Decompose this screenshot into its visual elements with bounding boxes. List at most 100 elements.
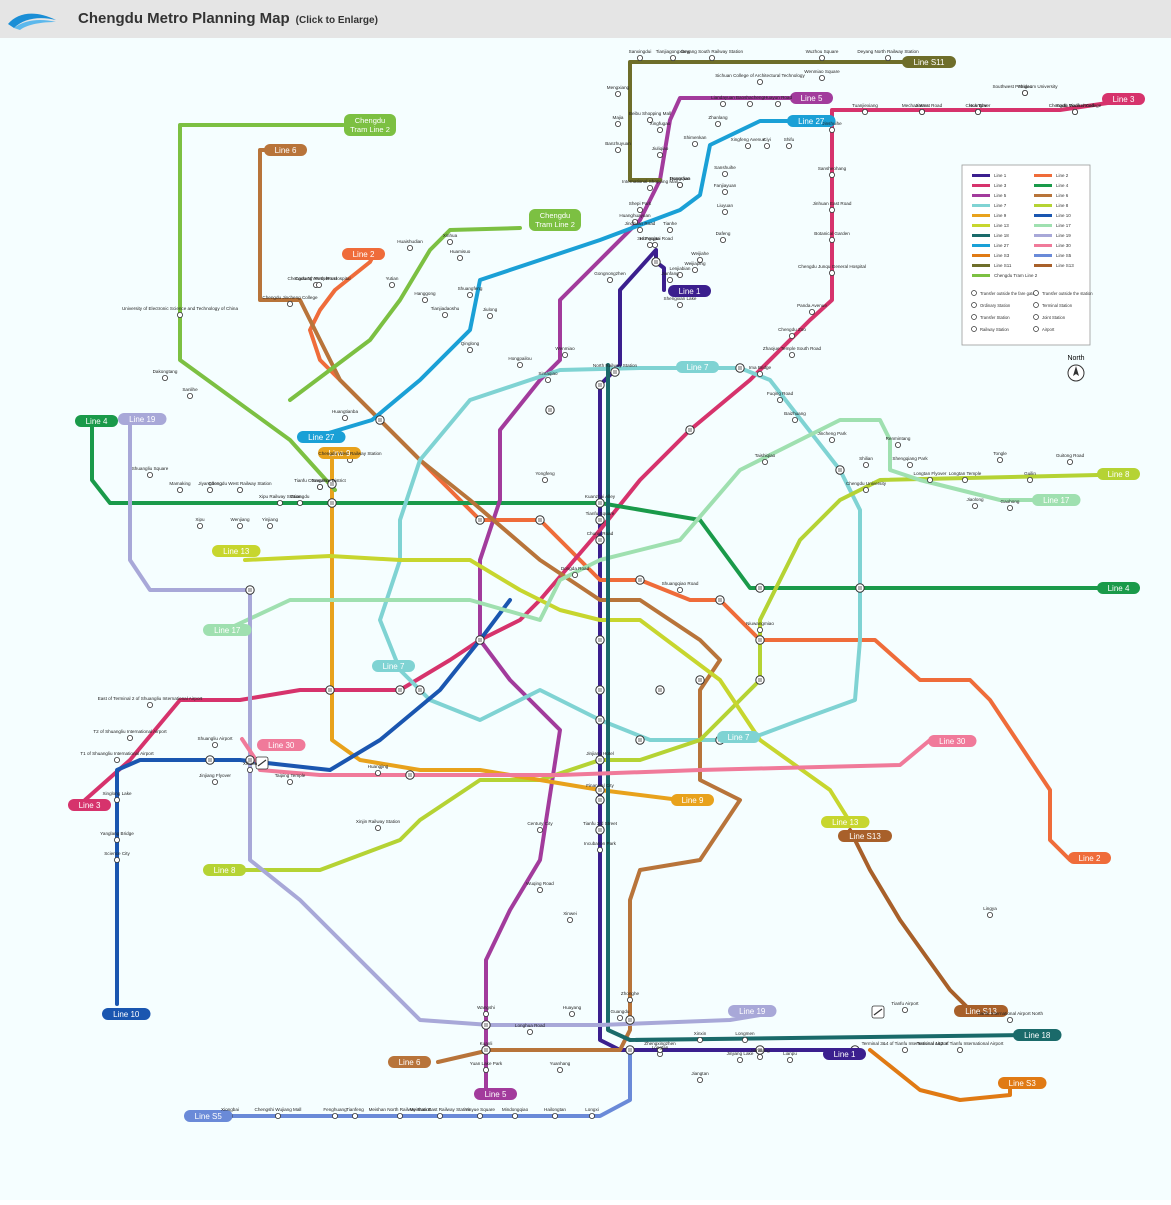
station-name: Mindongqiao [502,1107,529,1112]
line-label-s5[interactable]: Line S5 [184,1110,233,1122]
transfer-station-icon [595,685,605,695]
line-label-badge [790,92,833,104]
line-label-s3[interactable]: Line S3 [998,1077,1047,1089]
station-marker [552,1113,559,1120]
line-label-l30b[interactable]: Line 30 [928,735,977,747]
station-name: Century City [527,821,553,826]
line-label-l5b[interactable]: Line 5 [474,1088,517,1100]
station-name: Huangtianba [332,409,358,414]
station-marker [997,456,1004,463]
line-label-l2a[interactable]: Line 2 [342,248,385,260]
station-name: Huayun Road [764,95,793,100]
station-marker [715,121,722,128]
line-label-badge [1013,1029,1062,1041]
transfer-station-icon [635,735,645,745]
line17-route [228,418,1060,630]
station-name: Qinglong [461,341,480,346]
line-label-l3a[interactable]: Line 3 [1102,93,1145,105]
line-label-s13a[interactable]: Line S13 [838,830,892,842]
transfer-arrows-icon [738,366,742,370]
station-name: Zhonghe [621,991,640,996]
station-marker [557,1067,564,1074]
line-label-l27a[interactable]: Line 27 [297,431,346,443]
line-label-l13b[interactable]: Line 13 [821,816,870,828]
line-label-l17b[interactable]: Line 17 [1032,494,1081,506]
line-label-text: Line 2 [1079,854,1101,863]
line-label-badge [787,115,836,127]
line13-route [243,554,852,824]
line-label-l9a[interactable]: Line 9 [318,447,361,459]
line-label-l7a[interactable]: Line 7 [676,361,719,373]
station-name: Sansheohang [818,166,847,171]
station-marker [315,281,322,288]
line-label-text: Line 1 [679,287,701,296]
legend-swatch [1034,194,1052,197]
transfer-arrows-icon [598,798,602,802]
station-marker [396,1113,403,1120]
legend-swatch [972,254,990,257]
line-label-l17a[interactable]: Line 17 [203,624,252,636]
line-label-text: Line 5 [485,1090,507,1099]
line-label-l6a[interactable]: Line 6 [264,144,307,156]
legend-item: Line 10 [1056,213,1071,218]
line-label-l4b[interactable]: Line 4 [1097,582,1140,594]
legend-symbol-label: Railway Station [980,327,1010,332]
transfer-arrows-icon [484,1048,488,1052]
legend-swatch [972,274,990,277]
station-marker [972,502,979,509]
metro-map-canvas[interactable]: Line 1 Line 1 Line 2 Line 2 Line 3 Line 3 Line… [0,38,1171,1200]
station-name: Simaqiao [538,371,558,376]
line-label-l7c[interactable]: Line 7 [717,731,760,743]
line-label-l10[interactable]: Line 10 [102,1008,151,1020]
line-label-s13b[interactable]: Line S13 [954,1005,1008,1017]
station-name: Financial City [586,783,614,788]
legend-swatch [972,174,990,177]
line-label-l8b[interactable]: Line 8 [203,864,246,876]
station-name: Yanglang Bridge [100,831,134,836]
station-marker [482,1067,489,1074]
station-name: Caotang North Road [295,276,338,281]
transfer-station-icon [595,785,605,795]
legend-item: Line 1 [994,173,1007,178]
legend-symbol-label: Airport [1042,327,1055,332]
line-label-badge [212,545,261,557]
metro-map[interactable]: Line 1 Line 1 Line 2 Line 2 Line 3 Line 3 Line… [0,38,1171,1200]
transfer-station-icon [755,1045,765,1055]
line-label-l9b[interactable]: Line 9 [671,794,714,806]
station-name: Shilian [859,456,873,461]
line-label-l6b[interactable]: Line 6 [388,1056,431,1068]
station-name: Tongle [993,451,1007,456]
line-label-l5a[interactable]: Line 5 [790,92,833,104]
line-label-l8a[interactable]: Line 8 [1097,468,1140,480]
station-name: Baoshacheng [736,95,765,100]
line-label-l2b[interactable]: Line 2 [1068,852,1111,864]
line-label-text: Line 4 [1108,584,1130,593]
transfer-arrows-icon [248,758,252,762]
legend-symbol-label: Transfer outside the fare gates [980,291,1037,296]
line-label-l18[interactable]: Line 18 [1013,1029,1062,1041]
station-marker [627,997,634,1004]
station-name: Banzhuyuan [605,141,631,146]
enlarge-hint[interactable]: (Click to Enlarge) [295,15,378,26]
station-marker [146,702,153,709]
line-label-l1a[interactable]: Line 1 [668,285,711,297]
line-label-l1b[interactable]: Line 1 [823,1048,866,1060]
line-label-l19a[interactable]: Line 19 [118,413,167,425]
line-label-l3b[interactable]: Line 3 [68,799,111,811]
transfer-arrows-icon [330,482,334,486]
line-label-l27b[interactable]: Line 27 [787,115,836,127]
station-marker [146,471,153,478]
line-label-l30a[interactable]: Line 30 [257,739,306,751]
line-label-l19b[interactable]: Line 19 [728,1005,777,1017]
line-label-s11[interactable]: Line S11 [902,56,956,68]
legend-swatch [972,214,990,217]
legend-item: Line 27 [994,243,1009,248]
line-label-l4a[interactable]: Line 4 [75,415,118,427]
station-marker [677,271,684,278]
line-label-l7b[interactable]: Line 7 [372,660,415,672]
line-label-l13a[interactable]: Line 13 [212,545,261,557]
transfer-arrows-icon [638,738,642,742]
legend-symbol-label: Transfer outside the station [1042,291,1093,296]
